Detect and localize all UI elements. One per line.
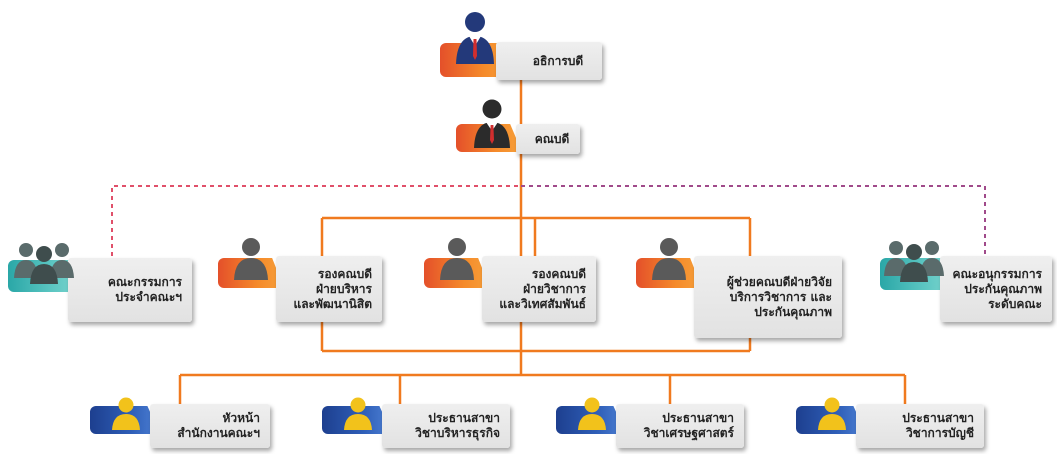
- person-icon: [112, 397, 140, 430]
- deputy-academic-node: รองคณบดี ฝ่ายวิชาการ และวิเทศสัมพันธ์: [424, 238, 596, 322]
- dashed-line-right: [521, 185, 986, 264]
- faculty-committee-node: คณะกรรมการ ประจำคณะฯ: [8, 243, 192, 322]
- director-node: อธิการบดี: [440, 12, 602, 80]
- person-icon: [578, 397, 606, 430]
- accounting-head-node: ประธานสาขา วิชาการบัญชี: [796, 397, 984, 448]
- deputy-academic-line2: ฝ่ายวิชาการ: [523, 281, 586, 296]
- business-head-node: ประธานสาขา วิชาบริหารธุรกิจ: [322, 397, 510, 448]
- faculty-committee-line1: คณะกรรมการ: [107, 275, 182, 289]
- person-icon: [440, 238, 474, 280]
- qa-subcommittee-line2: ประกันคุณภาพ: [964, 281, 1042, 296]
- group-icon: [14, 243, 74, 284]
- faculty-committee-line2: ประจำคณะฯ: [115, 290, 182, 304]
- dashed-line-left: [111, 185, 521, 264]
- person-icon: [344, 397, 372, 430]
- office-head-node: หัวหน้า สำนักงานคณะฯ: [90, 397, 270, 448]
- person-icon: [818, 397, 846, 430]
- dean-node: คณบดี: [456, 99, 580, 154]
- deputy-admin-line1: รองคณบดี: [317, 266, 372, 281]
- deputy-admin-line2: ฝ่ายบริหาร: [316, 281, 372, 296]
- assistant-dean-line2: บริการวิชาการ และ: [729, 289, 832, 304]
- assistant-dean-research-node: ผู้ช่วยคณบดีฝ่ายวิจัย บริการวิชาการ และ …: [636, 238, 842, 338]
- deputy-academic-line3: และวิเทศสัมพันธ์: [499, 296, 586, 311]
- office-head-line1: หัวหน้า: [222, 411, 261, 425]
- deputy-academic-line1: รองคณบดี: [531, 266, 586, 281]
- accounting-head-line1: ประธานสาขา: [902, 411, 974, 425]
- director-label: อธิการบดี: [532, 53, 584, 68]
- economics-head-line2: วิชาเศรษฐศาสตร์: [643, 426, 734, 440]
- dean-label: คณบดี: [534, 131, 570, 146]
- business-head-line1: ประธานสาขา: [428, 411, 500, 425]
- deputy-admin-line3: และพัฒนานิสิต: [293, 296, 372, 311]
- business-head-line2: วิชาบริหารธุรกิจ: [415, 426, 500, 440]
- assistant-dean-line3: ประกันคุณภาพ: [754, 304, 832, 319]
- group-icon: [884, 241, 944, 282]
- businessman-icon: [456, 12, 494, 64]
- businessman-icon: [474, 99, 510, 148]
- economics-head-line1: ประธานสาขา: [662, 411, 734, 425]
- office-head-line2: สำนักงานคณะฯ: [177, 426, 260, 440]
- qa-subcommittee-line3: ระดับคณะ: [988, 296, 1042, 311]
- qa-subcommittee-node: คณะอนุกรรมการ ประกันคุณภาพ ระดับคณะ: [880, 241, 1052, 322]
- person-icon: [234, 238, 268, 280]
- economics-head-node: ประธานสาขา วิชาเศรษฐศาสตร์: [556, 397, 744, 448]
- accounting-head-line2: วิชาการบัญชี: [905, 426, 974, 440]
- deputy-admin-node: รองคณบดี ฝ่ายบริหาร และพัฒนานิสิต: [218, 238, 382, 322]
- assistant-dean-line1: ผู้ช่วยคณบดีฝ่ายวิจัย: [726, 274, 832, 289]
- person-icon: [652, 238, 686, 280]
- qa-subcommittee-line1: คณะอนุกรรมการ: [952, 266, 1042, 281]
